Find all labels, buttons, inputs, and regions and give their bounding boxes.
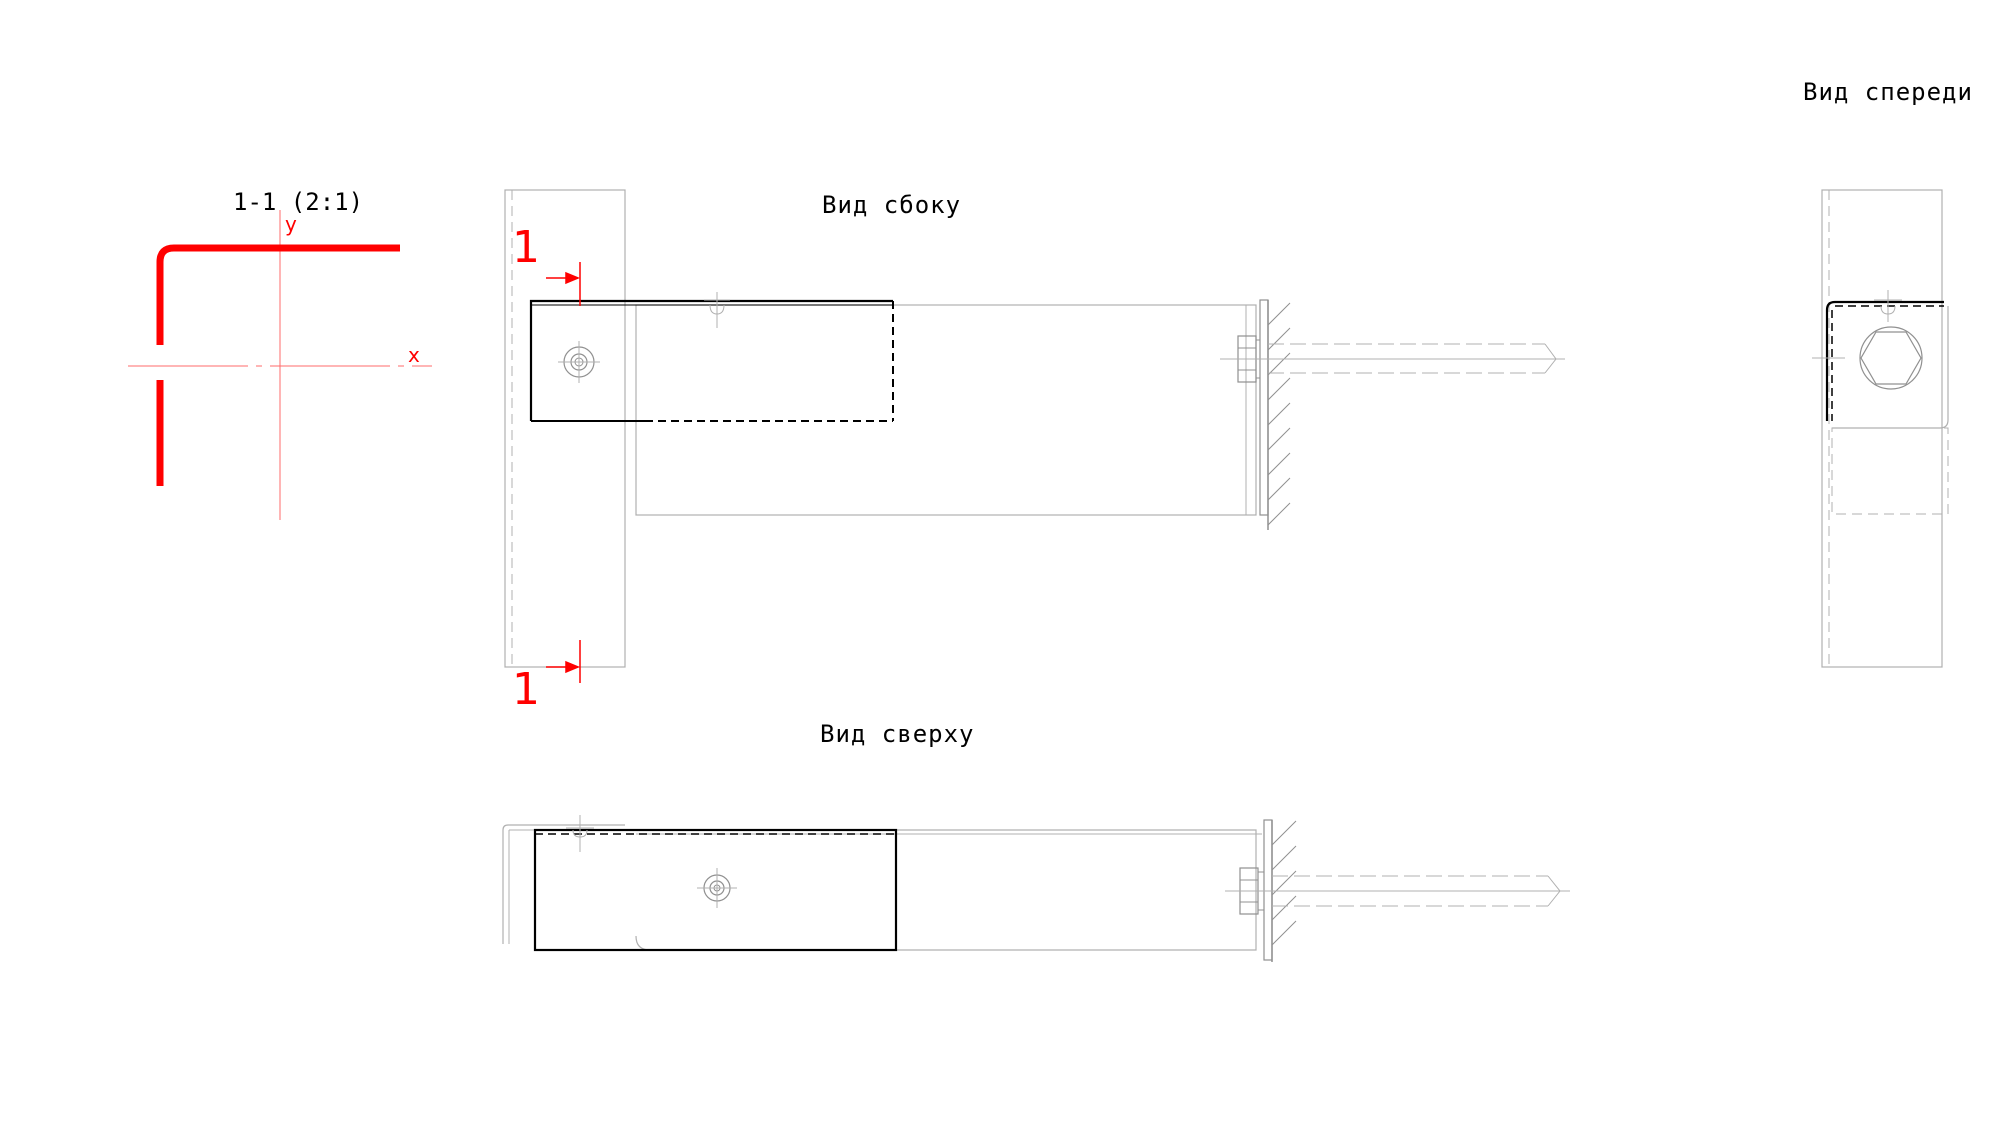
top-vertical-plate [502, 824, 625, 944]
side-arm [635, 304, 1257, 516]
section-axis-y-label: y [285, 212, 297, 236]
top-arm [635, 829, 1257, 951]
angle-profile [156, 244, 400, 345]
front-view [1812, 189, 1949, 668]
cut-mark-bottom [546, 640, 581, 683]
cut-label-bottom: 1 [512, 664, 540, 715]
section-1-1 [128, 210, 432, 520]
top-view [502, 815, 1570, 962]
front-vertical-plate [1821, 189, 1943, 668]
section-title: 1-1 (2:1) [233, 188, 364, 216]
front-nut-circle [1859, 326, 1923, 390]
cut-label-top: 1 [512, 222, 540, 273]
side-view-title: Вид сбоку [822, 191, 962, 219]
top-wall-plate [1263, 819, 1273, 961]
section-axis-x-label: x [408, 343, 420, 367]
top-view-title: Вид сверху [820, 720, 975, 748]
front-hex-nut [1860, 331, 1922, 385]
cut-mark-top [546, 262, 581, 306]
top-bracket [533, 828, 898, 952]
side-bracket [529, 299, 893, 421]
side-wall-plate [1259, 299, 1269, 516]
front-bracket [1825, 300, 1944, 421]
front-view-title: Вид спереди [1803, 78, 1973, 106]
side-view [504, 189, 1565, 683]
